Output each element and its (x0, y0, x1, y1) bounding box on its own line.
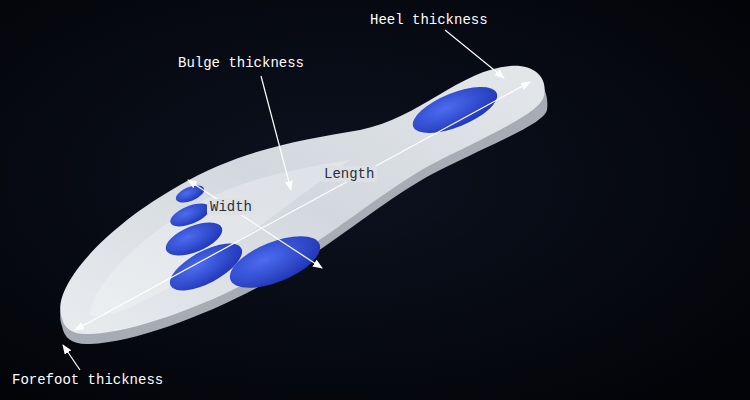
dimension-label: Forefoot thickness (12, 372, 163, 388)
leader-line (261, 76, 291, 190)
insole-highlight (90, 160, 350, 316)
dimension-line (188, 180, 322, 268)
dimension-line (75, 82, 530, 330)
heel-pad (407, 77, 503, 142)
dimension-label: Bulge thickness (178, 55, 304, 71)
insole-surface (60, 66, 544, 334)
toe-pad (173, 182, 206, 206)
leader-line (63, 345, 80, 370)
dimension-label: Heel thickness (370, 12, 488, 28)
dimension-label: Length (321, 166, 377, 182)
leader-line (445, 30, 504, 78)
dimension-label: Width (207, 199, 255, 215)
